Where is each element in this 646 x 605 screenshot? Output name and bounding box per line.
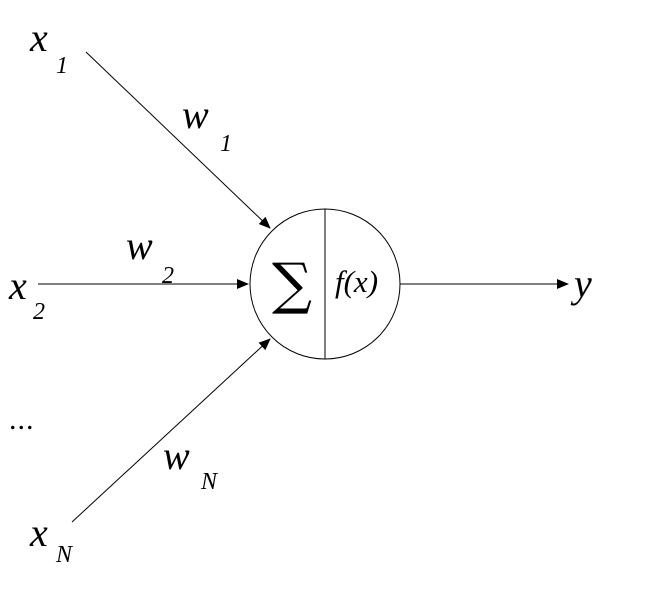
inputs-ellipsis: ... bbox=[9, 403, 35, 436]
weight-2-subscript: 2 bbox=[162, 263, 174, 289]
weight-1-label: w bbox=[182, 92, 209, 137]
output-label: y bbox=[574, 261, 592, 306]
weight-n-label: w bbox=[163, 433, 190, 478]
input-n-arrow bbox=[71, 338, 271, 523]
weight-2-label: w bbox=[126, 223, 153, 268]
activation-function-label: f(x) bbox=[335, 264, 379, 299]
input-1-arrow bbox=[85, 51, 271, 229]
input-1-subscript: 1 bbox=[56, 53, 68, 79]
weight-1-subscript: 1 bbox=[220, 131, 232, 157]
sum-symbol: ∑ bbox=[272, 252, 312, 317]
input-n-label: x bbox=[30, 510, 48, 555]
input-n-subscript: N bbox=[56, 542, 73, 568]
input-2-subscript: 2 bbox=[33, 299, 45, 325]
input-2-label: x bbox=[9, 263, 27, 308]
weight-n-subscript: N bbox=[201, 469, 218, 495]
input-1-label: x bbox=[30, 15, 48, 60]
